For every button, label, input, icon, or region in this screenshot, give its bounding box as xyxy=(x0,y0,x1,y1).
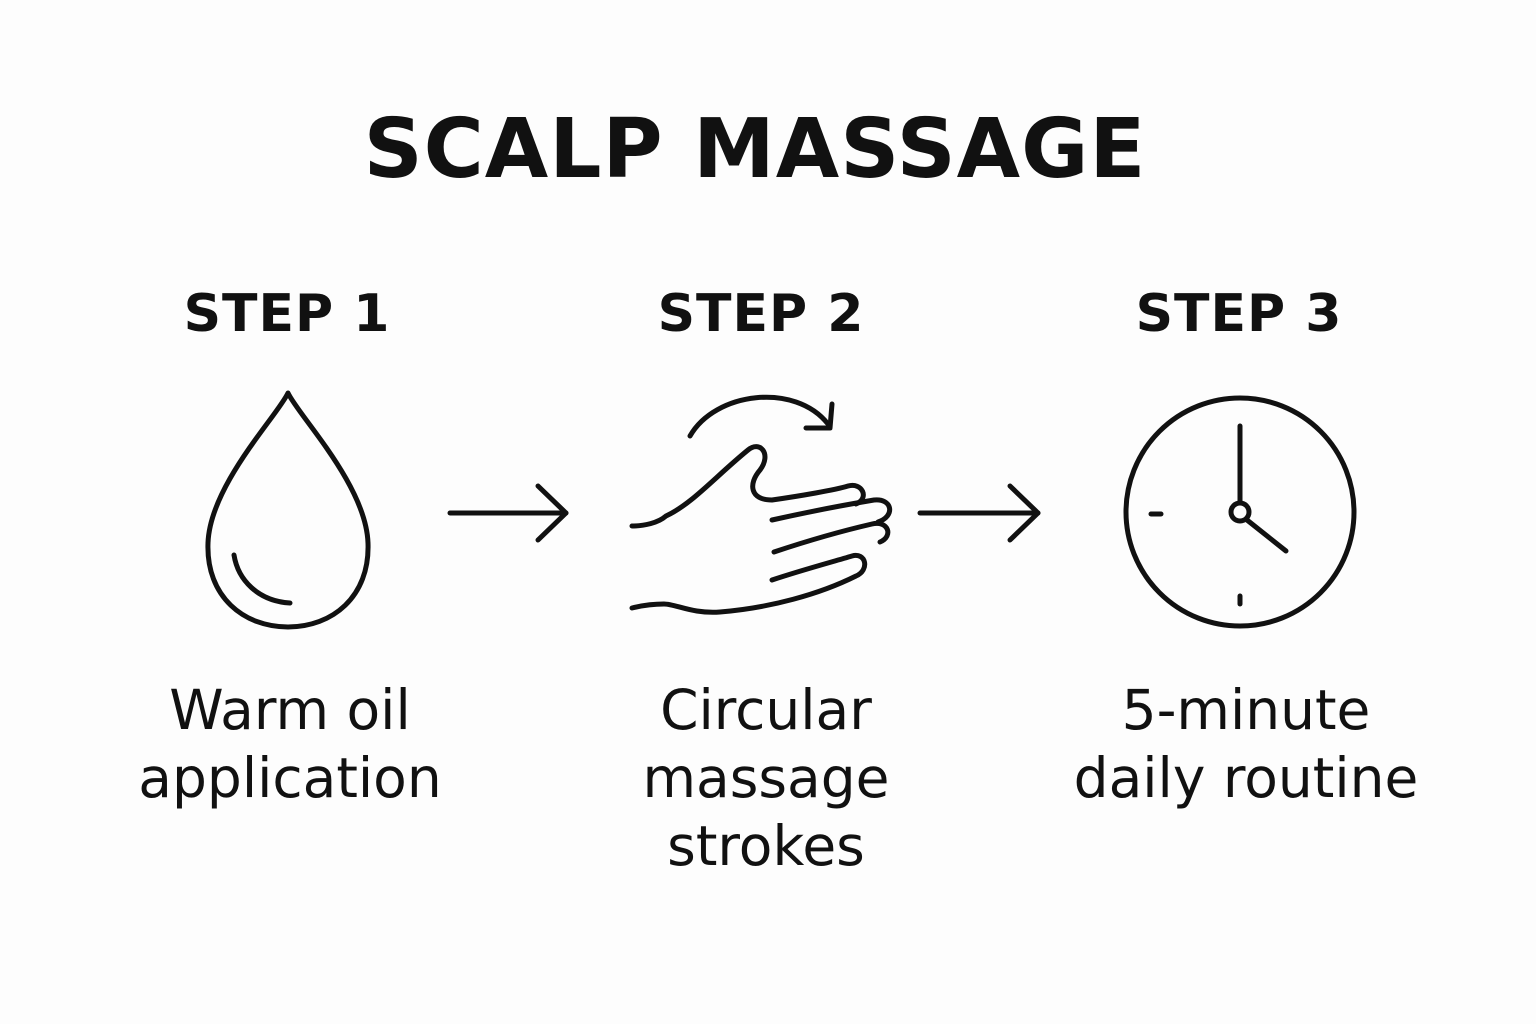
oil-drop-icon xyxy=(205,390,371,630)
step-2-caption-line-2: massage xyxy=(642,746,890,810)
step-3-caption-line-1: 5-minute xyxy=(1121,678,1371,742)
step-3-caption: 5-minute daily routine xyxy=(1036,676,1456,812)
hand-circular-motion-icon xyxy=(629,394,892,615)
step-3-heading: STEP 3 xyxy=(1135,284,1343,344)
clock-icon xyxy=(1123,395,1357,629)
step-1-caption-line-2: application xyxy=(138,746,442,810)
step-3-caption-line-2: daily routine xyxy=(1073,746,1419,810)
step-1-caption-line-1: Warm oil xyxy=(169,678,411,742)
diagram-title: SCALP MASSAGE xyxy=(363,102,1147,197)
arrow-right-icon xyxy=(917,483,1041,543)
step-2-heading: STEP 2 xyxy=(657,284,865,344)
step-2-caption: Circular massage strokes xyxy=(556,676,976,880)
step-1-caption: Warm oil application xyxy=(80,676,500,812)
step-2-caption-line-3: strokes xyxy=(667,814,865,878)
arrow-right-icon xyxy=(447,483,569,543)
step-1-heading: STEP 1 xyxy=(183,284,391,344)
step-2-caption-line-1: Circular xyxy=(660,678,872,742)
